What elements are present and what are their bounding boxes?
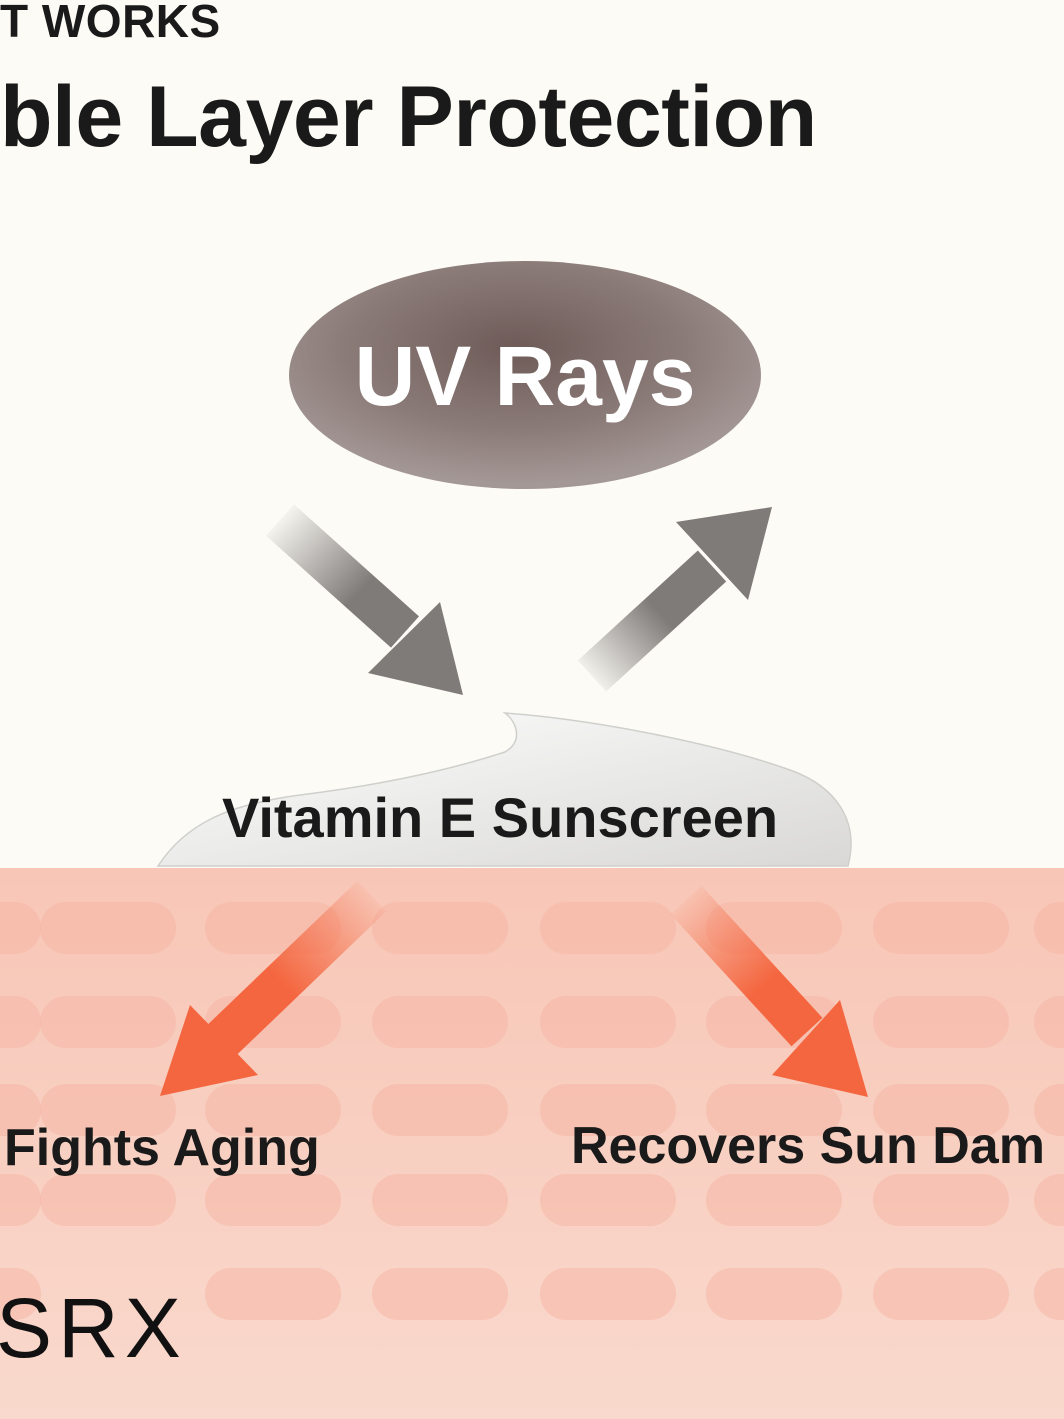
page-title: ble Layer Protection	[0, 69, 817, 165]
skin-cell	[540, 1268, 676, 1320]
skin-cell	[0, 1268, 41, 1320]
skin-cell	[540, 1084, 676, 1136]
skin-cell	[205, 1084, 341, 1136]
section-eyebrow: T WORKS	[0, 0, 221, 47]
arrow-up-right-icon	[577, 507, 772, 692]
uv-rays-label: UV Rays	[354, 329, 696, 423]
skin-cell	[873, 1174, 1009, 1226]
sunscreen-layer-label: Vitamin E Sunscreen	[222, 786, 779, 849]
uv-rays-oval	[289, 261, 761, 489]
skin-cell	[873, 996, 1009, 1048]
skin-cell	[540, 1174, 676, 1226]
skin-cell	[372, 1084, 508, 1136]
skin-cell	[40, 996, 176, 1048]
skin-cell	[372, 1268, 508, 1320]
skin-cell	[205, 1268, 341, 1320]
effect-fights-aging-label: Fights Aging	[4, 1119, 320, 1177]
arrow-down-left-icon	[160, 880, 387, 1096]
skin-cell	[372, 902, 508, 954]
skin-cell	[40, 902, 176, 954]
arrow-down-right-icon	[670, 885, 868, 1097]
skin-cell	[540, 902, 676, 954]
skin-cell	[873, 1268, 1009, 1320]
skin-cell	[873, 1084, 1009, 1136]
skin-layer	[0, 868, 1064, 1419]
effect-recovers-sun-damage-label: Recovers Sun Dam	[571, 1117, 1045, 1175]
skin-cell	[873, 902, 1009, 954]
sunscreen-layer-shape	[156, 712, 852, 867]
skin-cell	[40, 1084, 176, 1136]
skin-cell	[706, 1084, 842, 1136]
skin-cell	[706, 1174, 842, 1226]
skin-cell	[0, 902, 41, 954]
skin-cell	[540, 996, 676, 1048]
skin-cell	[372, 996, 508, 1048]
skin-cell	[205, 1174, 341, 1226]
skin-cell	[40, 1174, 176, 1226]
skin-cell	[0, 1084, 41, 1136]
arrow-down-right-icon	[265, 504, 463, 695]
brand-logo: SRX	[0, 1281, 187, 1375]
skin-cell	[706, 1268, 842, 1320]
skin-cell	[372, 1174, 508, 1226]
skin-cell	[0, 996, 41, 1048]
skin-cell	[0, 1174, 41, 1226]
